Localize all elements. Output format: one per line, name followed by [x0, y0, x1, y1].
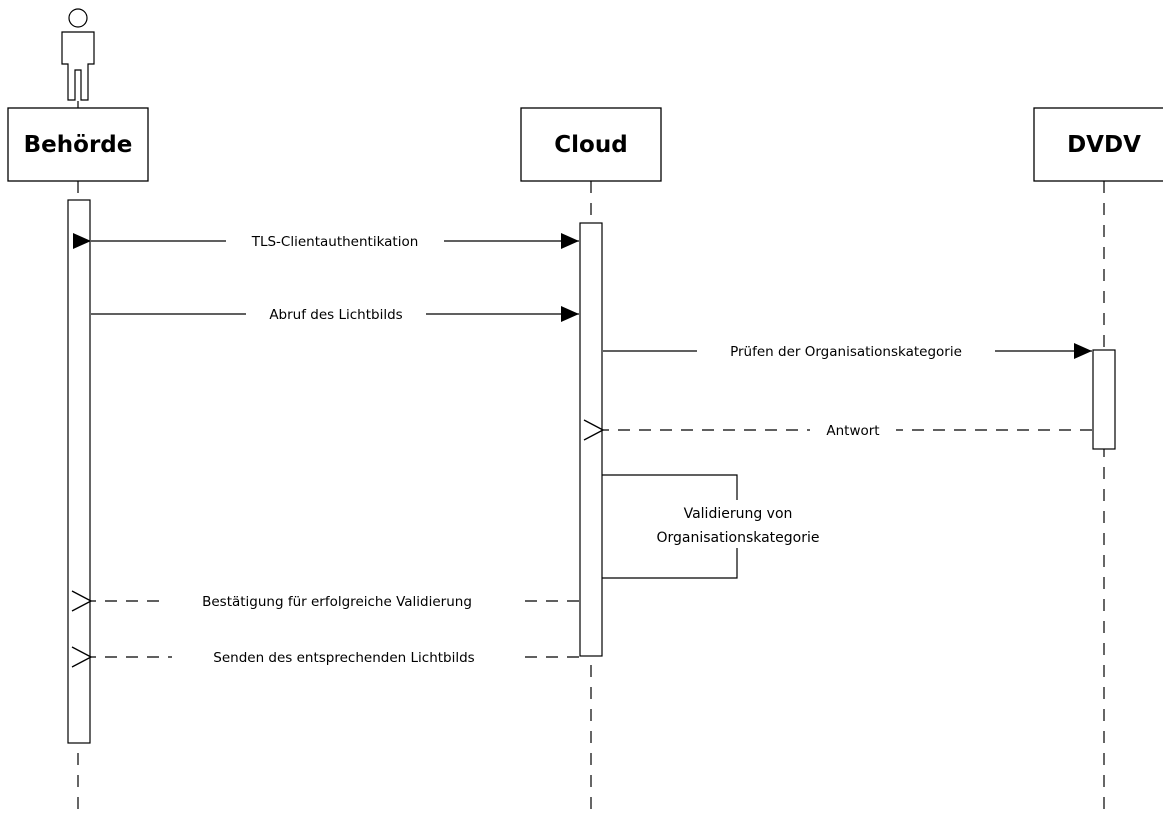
message-antwort-label: Antwort	[826, 423, 879, 439]
message-abruf: Abruf des Lichtbilds	[91, 305, 579, 323]
self-call-label-line1: Validierung von	[684, 506, 793, 522]
message-senden: Senden des entsprechenden Lichtbilds	[91, 648, 579, 666]
message-senden-label: Senden des entsprechenden Lichtbilds	[213, 650, 474, 666]
actor-icon	[61, 8, 95, 101]
participant-behoerde: Behörde	[7, 107, 149, 182]
message-pruefen: Prüfen der Organisationskategorie	[603, 342, 1092, 360]
message-abruf-label: Abruf des Lichtbilds	[269, 307, 402, 323]
participant-dvdv-label: DVDV	[1067, 132, 1141, 158]
participant-dvdv: DVDV	[1033, 107, 1163, 182]
self-call-label-line2: Organisationskategorie	[657, 530, 820, 546]
activation-dvdv	[1092, 349, 1116, 450]
message-pruefen-label: Prüfen der Organisationskategorie	[730, 344, 962, 360]
participant-cloud-label: Cloud	[554, 132, 627, 158]
message-bestaetigung-label: Bestätigung für erfolgreiche Validierung	[202, 594, 472, 610]
message-bestaetigung: Bestätigung für erfolgreiche Validierung	[91, 592, 579, 610]
activation-behoerde	[67, 199, 91, 744]
participant-cloud: Cloud	[520, 107, 662, 182]
message-antwort: Antwort	[603, 421, 1092, 439]
message-tls-label: TLS-Clientauthentikation	[251, 234, 419, 250]
participant-behoerde-label: Behörde	[24, 132, 133, 158]
self-call-validierung: Validierung von Organisationskategorie	[602, 474, 820, 579]
activation-cloud	[579, 222, 603, 657]
message-tls: TLS-Clientauthentikation	[73, 232, 579, 250]
